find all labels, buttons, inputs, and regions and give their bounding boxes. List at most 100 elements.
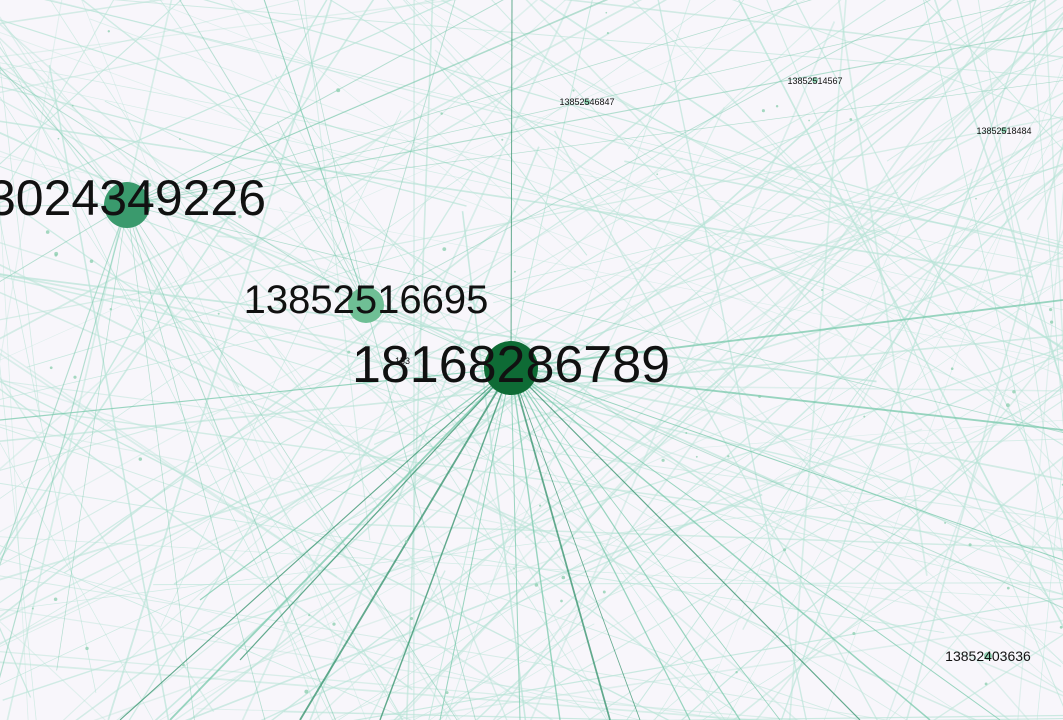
edge	[365, 304, 1063, 609]
minor-node	[308, 614, 311, 617]
edge	[0, 378, 158, 432]
node-label-n1: 3024349226	[0, 170, 266, 226]
minor-node	[1049, 320, 1054, 324]
minor-node	[984, 682, 988, 686]
edge	[489, 107, 725, 588]
edge	[0, 6, 1063, 645]
edge	[680, 385, 1063, 720]
edge	[505, 12, 1063, 576]
node-n2[interactable]	[348, 287, 384, 323]
minor-node	[31, 607, 34, 610]
edge	[277, 120, 367, 306]
edge	[510, 367, 1063, 561]
minor-node	[45, 230, 50, 234]
minor-node	[147, 182, 152, 187]
edge	[726, 118, 1063, 720]
node-label-n7: 153	[395, 356, 410, 366]
edge	[126, 204, 266, 720]
minor-node	[606, 32, 609, 35]
edge	[0, 0, 63, 364]
edge	[654, 74, 1063, 720]
node-label-n3: 13852546847	[559, 97, 614, 107]
edge	[653, 663, 719, 720]
edge	[731, 0, 1063, 121]
edge	[510, 367, 741, 720]
edge	[126, 0, 812, 206]
edge	[0, 494, 921, 611]
edge	[423, 0, 1063, 332]
edge	[0, 558, 642, 720]
minor-node	[1049, 308, 1053, 312]
edge	[0, 0, 716, 499]
edge	[0, 66, 128, 206]
edge	[174, 0, 668, 291]
edge	[283, 711, 653, 720]
node-n6[interactable]	[984, 652, 992, 660]
edge	[263, 0, 367, 306]
node-n3[interactable]	[584, 99, 590, 105]
minor-node	[735, 671, 738, 674]
minor-node	[968, 543, 972, 547]
minor-node	[409, 616, 414, 621]
edge	[0, 150, 1063, 541]
minor-node	[71, 104, 74, 107]
edge	[0, 536, 1063, 600]
node-n4[interactable]	[812, 77, 818, 83]
edge	[386, 0, 588, 256]
edge	[510, 367, 611, 720]
edge	[0, 575, 890, 720]
node-n1[interactable]	[104, 182, 150, 228]
minor-node	[561, 575, 566, 580]
edge	[393, 27, 1063, 720]
minor-node	[238, 214, 242, 219]
edge	[329, 360, 908, 720]
edge	[879, 438, 1063, 446]
edge	[525, 0, 1063, 573]
edge	[0, 55, 342, 436]
edge	[126, 27, 1063, 206]
edge	[933, 0, 1063, 388]
minor-node	[181, 663, 185, 667]
edge	[173, 0, 1036, 585]
edge	[26, 57, 1063, 368]
edge	[126, 0, 609, 206]
edge	[0, 204, 128, 283]
minor-node	[758, 394, 762, 398]
edge	[260, 352, 1063, 720]
edge	[0, 380, 1063, 521]
edge	[0, 19, 592, 720]
minor-node	[821, 288, 824, 292]
edge	[379, 367, 512, 720]
minor-node	[602, 590, 606, 594]
edge	[0, 96, 403, 720]
minor-node	[73, 375, 77, 379]
edge	[199, 367, 512, 601]
edge	[576, 384, 1063, 392]
edge	[329, 0, 1063, 446]
edge	[627, 0, 745, 150]
edge	[373, 231, 888, 445]
edge	[0, 0, 115, 201]
edge	[732, 456, 1063, 720]
edge	[0, 116, 1063, 321]
edge	[510, 299, 1063, 369]
edge	[956, 0, 1063, 392]
edge	[755, 338, 1063, 720]
edge	[0, 0, 165, 25]
node-n5[interactable]	[1001, 127, 1007, 133]
minor-node	[1006, 586, 1010, 590]
minor-node	[863, 415, 866, 418]
edge	[136, 314, 1063, 595]
edge	[553, 130, 878, 720]
edge	[0, 442, 154, 720]
edge	[0, 661, 763, 720]
edge	[365, 0, 931, 306]
minor-node	[109, 308, 112, 311]
minor-node	[89, 259, 94, 264]
node-hub[interactable]	[484, 341, 538, 395]
minor-node	[501, 138, 504, 141]
edge	[196, 708, 653, 720]
